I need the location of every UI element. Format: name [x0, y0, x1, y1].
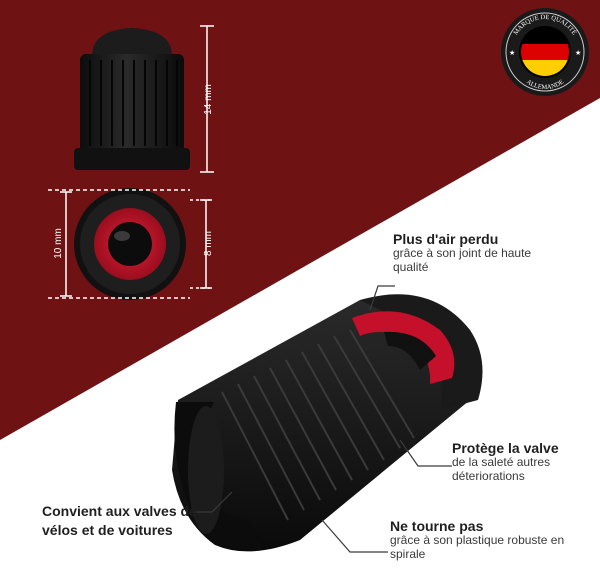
- feature-description: grâce à son joint de haute qualité: [393, 246, 532, 274]
- height-dimension-line: [200, 25, 214, 173]
- feature-title: Protège la valve: [452, 440, 559, 456]
- feature-description: de la saleté autres déteriorations: [452, 455, 551, 483]
- feature-does-not-turn: Ne tourne pas grâce à son plastique robu…: [390, 518, 595, 562]
- german-flag-icon: [521, 28, 569, 76]
- feature-title: Convient aux valves de vélos et de voitu…: [42, 503, 197, 538]
- callout-leader-lines: [190, 285, 452, 553]
- feature-title: Ne tourne pas: [390, 518, 484, 534]
- feature-description: grâce à son plastique robuste en spirale: [390, 533, 565, 561]
- inner-diameter-label: 8 mm: [203, 231, 214, 256]
- cap-bottom-view: [74, 188, 186, 300]
- svg-text:★: ★: [575, 49, 581, 57]
- feature-title: Plus d'air perdu: [393, 231, 499, 247]
- svg-text:★: ★: [509, 49, 515, 57]
- feature-protects-valve: Protège la valve de la saleté autres dét…: [452, 440, 592, 484]
- feature-no-air-loss: Plus d'air perdu grâce à son joint de ha…: [393, 231, 543, 275]
- cap-side-view: [74, 28, 190, 170]
- cap-cutaway-view: [172, 294, 483, 552]
- outer-diameter-label: 10 mm: [52, 228, 64, 259]
- quality-seal-image: ★ ★ MARQUE DE QUALITÉ ALLEMANDE: [501, 8, 589, 96]
- diameter-dimension-lines: [48, 189, 212, 299]
- height-dimension-label: 14 mm: [202, 84, 214, 115]
- feature-compatibility: Convient aux valves de vélos et de voitu…: [42, 502, 212, 540]
